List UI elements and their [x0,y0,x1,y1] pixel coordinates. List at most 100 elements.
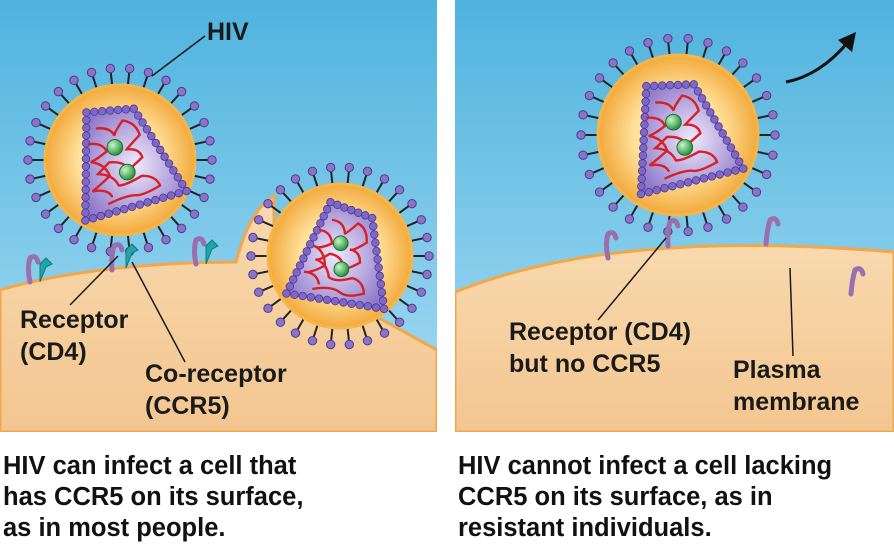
capsid-protein-bead [726,143,736,152]
envelope-glycoprotein-knob [40,101,51,111]
envelope-spike-stalk [91,75,98,89]
envelope-glycoprotein-knob [422,269,432,280]
envelope-glycoprotein-knob [768,110,778,120]
coreceptor-label-line1: Co-receptor [145,360,287,388]
capsid-protein-bead [706,108,715,117]
capsid-protein-bead [376,279,386,289]
envelope-spike-stalk [270,205,283,215]
capsid-protein-bead [160,152,169,161]
capsid-protein-bead [81,154,91,163]
capsid-protein-bead [673,80,683,90]
envelope-glycoprotein-knob [751,187,762,197]
capsid-protein-bead [379,304,389,314]
envelope-spike-stalk [346,171,350,185]
cd4-receptor [665,218,681,249]
envelope-glycoprotein-knob [770,130,780,140]
receptor-label-line2: (CD4) [20,338,87,366]
capsid-protein-bead [683,178,693,187]
envelope-spike-stalk [586,114,600,120]
envelope-glycoprotein-knob [205,174,215,184]
capsid-protein-bead [644,187,654,197]
envelope-spike-stalk [126,234,131,248]
reverse-transcriptase-enzyme [332,235,349,252]
capsid-protein-bead [121,105,131,114]
envelope-spike-stalk [188,123,201,131]
envelope-spike-stalk [75,224,84,237]
envelope-glycoprotein-knob [161,75,171,86]
capsid-protein-bead [142,125,152,134]
capsid-protein-bead [372,246,381,256]
envelope-glycoprotein-knob [394,317,405,327]
viral-rna-strand-2 [87,142,114,198]
virus-budding [246,162,434,350]
envelope-spike-stalk [586,150,600,156]
envelope-glycoprotein-knob [394,185,405,195]
envelope-spike-stalk [685,42,689,56]
left-caption-line2: has CCR5 on its surface, [3,483,303,511]
reverse-transcriptase-enzyme [676,139,694,156]
envelope-spike-stalk [296,317,305,331]
envelope-glycoprotein-knob [416,215,427,225]
capsid-protein-bead [96,211,106,221]
envelope-spike-stalk [75,83,84,96]
envelope-spike-stalk [750,96,764,104]
capsid-protein-bead [305,240,315,249]
envelope-glycoprotein-knob [248,232,258,243]
envelope-spike-stalk [701,210,708,224]
capsid-protein-bead [363,302,373,311]
left-caption-line1: HIV can infect a cell that [3,452,297,480]
capsid-protein-bead [285,282,295,291]
capsid-protein-bead [127,202,137,212]
capsid-protein-bead [665,81,675,90]
envelope-glycoprotein-knob [189,209,200,219]
envelope-glycoprotein-knob [624,46,635,56]
reverse-transcriptase-enzyme [106,139,124,156]
capsid-protein-bead [81,200,90,210]
right-caption-line1: HIV cannot infect a cell lacking [458,452,832,480]
capsid-protein-bead [722,136,732,145]
capsid-protein-bead [355,300,364,310]
capsid-protein-bead [367,213,377,223]
envelope-glycoprotein-knob [69,75,79,86]
membrane-label-line1: Plasma [733,356,822,384]
envelope-spike-stalk [387,308,398,320]
capsid-protein-bead [638,159,647,168]
envelope-glycoprotein-knob [594,73,605,83]
ccr5-coreceptor [205,239,219,265]
capsid-protein-bead [120,204,129,214]
capsid-protein-bead [81,162,91,171]
envelope-spike-stalk [375,317,384,331]
viral-rna-strand-1 [95,119,162,205]
envelope-spike-stalk [312,324,319,338]
envelope-spike-stalk [33,140,47,146]
envelope-spike-stalk [142,75,149,89]
envelope-glycoprotein-knob [761,90,772,101]
reverse-transcriptase-enzyme [665,113,682,131]
ccr5-coreceptor [39,257,53,283]
capsid-protein-bead [331,297,340,306]
capsid-protein-bead [642,81,651,91]
envelope-glycoprotein-knob [643,222,653,232]
envelope-glycoprotein-knob [86,67,97,78]
envelope-spike-stalk [60,215,71,227]
capsid-protein-bead [90,107,99,117]
envelope-glycoprotein-knob [246,251,256,261]
virus-unbound [576,33,780,237]
envelope-glycoprotein-knob [325,339,336,350]
envelope-spike-stalk [648,46,655,60]
capsid-protein-bead [322,205,332,214]
coreceptor-label-line2: (CCR5) [145,392,230,420]
envelope-glycoprotein-knob [248,269,258,280]
capsid-protein-bead [638,151,648,160]
reverse-transcriptase-enzyme [118,163,136,181]
envelope-glycoprotein-knob [199,192,209,203]
capsid-protein-bead [316,219,325,228]
capsid-protein-bead [155,145,165,155]
capsid-protein-bead [369,222,378,231]
envelope-spike-stalk [361,324,368,338]
right-cell-surface [455,244,894,432]
envelope-spike-stalk [256,237,270,243]
viral-rna-strand-1 [312,218,368,297]
envelope-spike-stalk [39,123,52,131]
capsid-protein-bead [81,146,91,156]
